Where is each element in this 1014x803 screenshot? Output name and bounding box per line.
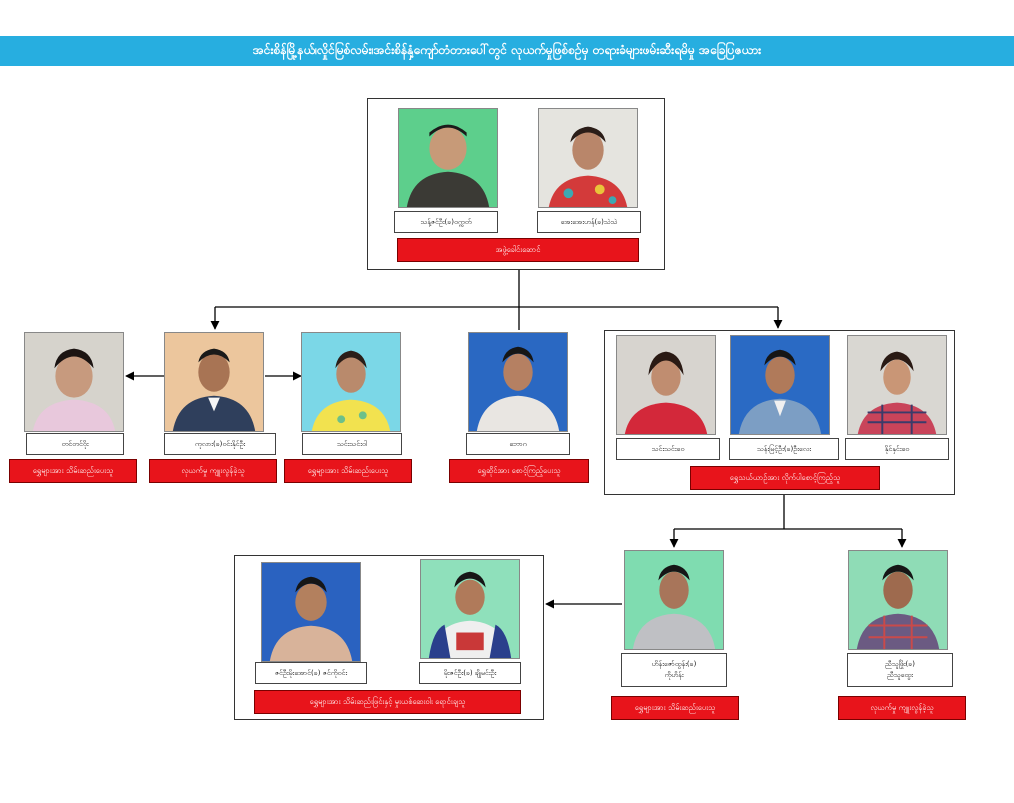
- bottom-left-role: ရွှေများအား သိမ်းဆည်းဖြင်းနှင့် မှုးယစ်ဆ…: [254, 690, 521, 714]
- left-person-photo-3: [301, 332, 401, 432]
- right-person-name-2: သန်းမြင့်ဦး(ခ)ဦးလေး: [729, 438, 839, 460]
- left-person-photo-2: [164, 332, 264, 432]
- bottom-right-name-1-line-2: ကိုဟိန်း: [664, 671, 684, 679]
- bottom-right-name-1: ဟိန်းဇော်ထွန်း(ခ) ကိုဟိန်း: [621, 653, 727, 687]
- right-person-name-1: သင်းသင်းဝေ: [616, 438, 720, 460]
- right-person-photo-2: [730, 335, 830, 435]
- leader-name-2: အေးအေးဟန်(ခ)သဲသဲ: [537, 211, 641, 233]
- left-person-name-2: ကုလား(ခ)ဝင်းနိုင်ဦး: [164, 433, 276, 455]
- left-person-role-2: လုယက်မှု ကျူးလွန်ခဲ့သူ: [149, 459, 277, 483]
- right-person-name-3: နိုင်နှင်းဝေ: [845, 438, 949, 460]
- bottom-left-name-2: မိုးဇင်ဦး(ခ) ချိုမင်းဦး: [419, 662, 521, 684]
- middle-person-photo: [468, 332, 568, 432]
- bottom-right-name-2: ညီသူဖြိုး(ခ) ညီသူထွေး: [847, 653, 953, 687]
- page-title: အင်းစိန်မြို့နယ်၊လှိုင်မြစ်လမ်း၊အင်းစိန်…: [0, 36, 1014, 66]
- right-person-photo-1: [616, 335, 716, 435]
- left-person-name-1: တင်တင်ဝိုး: [26, 433, 124, 455]
- bottom-right-photo-1: [624, 550, 724, 650]
- bottom-right-name-2-line-1: ညီသူဖြိုး(ခ): [885, 660, 915, 668]
- left-person-role-1: ရွှေများအား သိမ်းဆည်းပေးသူ: [9, 459, 137, 483]
- bottom-left-photo-2: [420, 559, 520, 659]
- leader-name-1: သန့်ဇင်ဦး(ခ)ဝက္ကတ်: [394, 211, 498, 233]
- bottom-right-photo-2: [848, 550, 948, 650]
- left-person-name-3: သင်းသင်းဝါ: [302, 433, 402, 455]
- middle-person-name: ဘောဂ: [466, 433, 570, 455]
- right-person-photo-3: [847, 335, 947, 435]
- bottom-left-photo-1: [261, 562, 361, 662]
- right-group-role: ရွှေသယ်ယာဉ်အား လိုက်ပါစောင့်ကြည့်သူ: [690, 466, 880, 490]
- left-person-role-3: ရွှေများအား သိမ်းဆည်းပေးသူ: [284, 459, 412, 483]
- bottom-right-name-2-line-2: ညီသူထွေး: [887, 671, 913, 679]
- leader-photo-1: [398, 108, 498, 208]
- left-person-photo-1: [24, 332, 124, 432]
- middle-person-role: ရွှေဆိုင်အား စောင့်ကြည့်ပေးသူ: [449, 459, 589, 483]
- bottom-right-name-1-line-1: ဟိန်းဇော်ထွန်း(ခ): [651, 660, 697, 668]
- bottom-right-role-2: လုယက်မှု ကျူးလွန်ခဲ့သူ: [838, 696, 966, 720]
- bottom-right-role-1: ရွှေများအား သိမ်းဆည်းပေးသူ: [611, 696, 739, 720]
- bottom-left-name-1: ဇင်ဦးမိုးအောင်(ခ) ဇင်ကိုဝင်း: [255, 662, 367, 684]
- leader-photo-2: [538, 108, 638, 208]
- leader-role: အဖွဲ့ခေါင်းဆောင်: [397, 238, 639, 262]
